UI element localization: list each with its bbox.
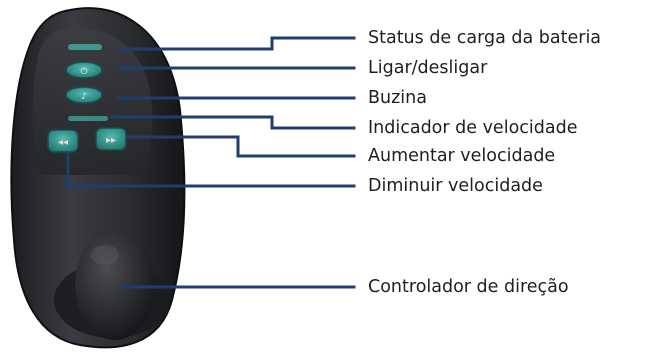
label-joystick: Controlador de direção <box>368 277 569 297</box>
controller-device: ⏻ ♪ ◂◂ ▸▸ <box>10 7 186 349</box>
leader-line-speed-indicator <box>110 115 356 130</box>
horn-icon: ♪ <box>81 92 87 102</box>
leader-lines <box>66 36 356 289</box>
battery-led-bar <box>68 44 102 50</box>
label-speed-up: Aumentar velocidade <box>368 146 556 166</box>
speed-up-icon: ▸▸ <box>106 135 116 146</box>
leader-line-speed-down <box>66 151 356 188</box>
leader-line-speed-up <box>126 135 356 158</box>
speed-down-icon: ◂◂ <box>58 137 68 148</box>
speed-down-button[interactable]: ◂◂ <box>47 129 79 153</box>
joystick[interactable] <box>54 230 170 340</box>
speed-up-button[interactable]: ▸▸ <box>95 127 127 151</box>
label-speed-down: Diminuir velocidade <box>368 176 543 196</box>
label-battery-status: Status de carga da bateria <box>368 28 602 48</box>
label-power: Ligar/desligar <box>368 58 488 78</box>
power-button[interactable]: ⏻ <box>65 61 103 79</box>
power-icon: ⏻ <box>80 66 87 77</box>
leader-line-battery <box>116 36 356 51</box>
label-speed-indicator: Indicador de velocidade <box>368 118 578 138</box>
speed-indicator-bar <box>68 116 108 121</box>
horn-button[interactable]: ♪ <box>65 86 103 104</box>
label-horn: Buzina <box>368 88 427 108</box>
